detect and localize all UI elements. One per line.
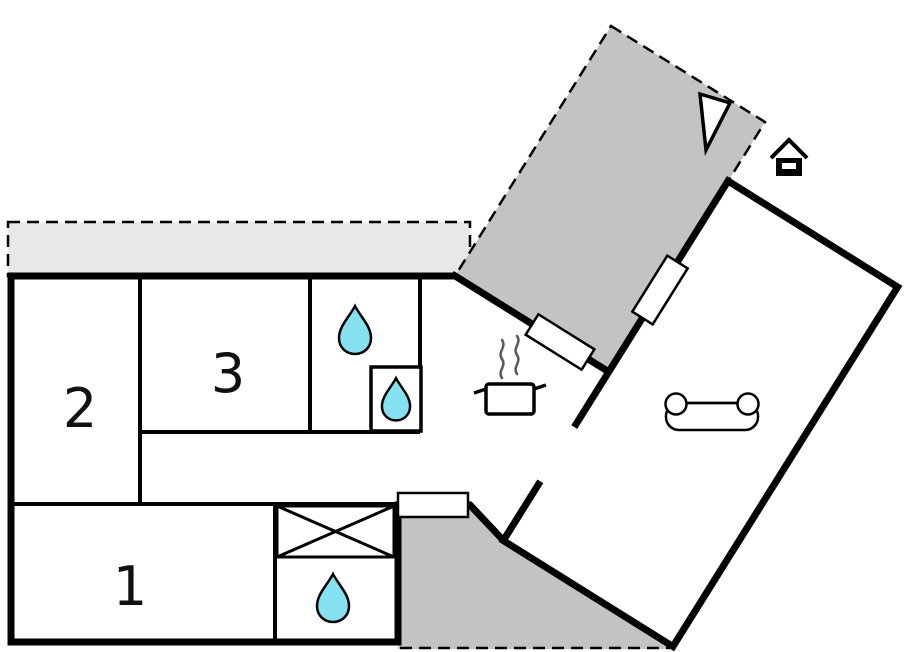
room-label-3: 3 (211, 342, 245, 405)
water-drop-icon (315, 571, 351, 624)
room-label-2: 2 (63, 377, 97, 440)
floor-main (11, 276, 609, 642)
water-drop-icon (337, 303, 373, 356)
north-arrow-icon (697, 91, 733, 157)
sofa-armrest (736, 392, 760, 416)
terrace-lower (398, 505, 673, 649)
window-kitchen-icon (523, 312, 597, 372)
window-hall-icon (396, 491, 470, 519)
sofa-armrest (664, 392, 688, 416)
pot-body (484, 382, 536, 416)
pot-handles (473, 383, 547, 395)
terrace-upper-left (6, 220, 472, 278)
living-room-door-opening (531, 421, 583, 487)
exterior-walls (7, 272, 506, 646)
steam-line-icon (514, 334, 520, 376)
window-living-room-icon (630, 253, 690, 327)
sofa-icon (664, 392, 760, 432)
stove-icon (473, 334, 547, 416)
water-drop-icon (380, 375, 412, 422)
steam-line-icon (499, 338, 505, 380)
wardrobe-cross-lines (276, 504, 395, 559)
sauna-icon (769, 137, 809, 176)
sauna-window (782, 163, 796, 169)
wardrobe-x-icon (275, 504, 396, 559)
sauna-roof (769, 137, 809, 160)
interior-walls (11, 276, 422, 642)
room-label-1: 1 (113, 555, 147, 618)
